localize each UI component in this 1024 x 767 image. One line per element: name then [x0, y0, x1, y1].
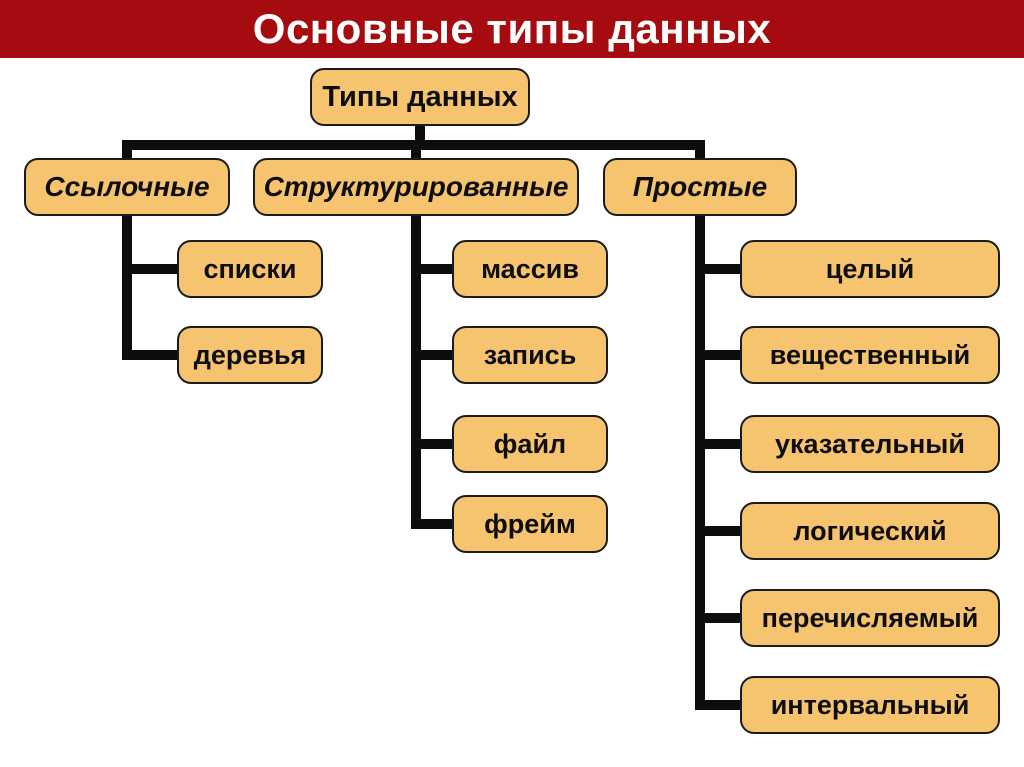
branch-node-simple: Простые	[603, 158, 797, 216]
connector-drop-simple	[695, 149, 705, 160]
connector-branch-perechislyaemyy	[700, 613, 740, 623]
connector-trunk-referential	[122, 213, 132, 360]
connector-top-bar	[122, 140, 705, 150]
branch-node-structured: Структурированные	[253, 158, 579, 216]
leaf-node-intervalnyy: интервальный	[740, 676, 1000, 734]
leaf-node-logicheskiy: логический	[740, 502, 1000, 560]
connector-branch-fayl	[416, 439, 452, 449]
connector-branch-intervalnyy	[700, 700, 740, 710]
connector-drop-structured	[411, 149, 421, 160]
leaf-node-veshchestvennyy: вещественный	[740, 326, 1000, 384]
leaf-node-derevya: деревья	[177, 326, 323, 384]
leaf-node-massiv: массив	[452, 240, 608, 298]
page-title: Основные типы данных	[252, 5, 772, 52]
connector-drop-referential	[122, 149, 132, 160]
leaf-node-tselyy: целый	[740, 240, 1000, 298]
leaf-node-zapis: запись	[452, 326, 608, 384]
leaf-node-freym: фрейм	[452, 495, 608, 553]
connector-branch-spiski	[127, 264, 177, 274]
leaf-node-perechislyaemyy: перечисляемый	[740, 589, 1000, 647]
connector-branch-freym	[416, 519, 452, 529]
branch-node-referential: Ссылочные	[24, 158, 230, 216]
leaf-node-spiski: списки	[177, 240, 323, 298]
connector-root-stem	[415, 124, 425, 142]
connector-branch-massiv	[416, 264, 452, 274]
leaf-node-ukazatelnyy: указательный	[740, 415, 1000, 473]
connector-branch-tselyy	[700, 264, 740, 274]
connector-branch-logicheskiy	[700, 526, 740, 536]
connector-branch-derevya	[127, 350, 177, 360]
connector-branch-veshchestvennyy	[700, 350, 740, 360]
connector-branch-ukazatelnyy	[700, 439, 740, 449]
connector-trunk-structured	[411, 213, 421, 529]
title-bar: Основные типы данных	[0, 0, 1024, 58]
connector-branch-zapis	[416, 350, 452, 360]
leaf-node-fayl: файл	[452, 415, 608, 473]
root-node: Типы данных	[310, 68, 530, 126]
connector-trunk-simple	[695, 213, 705, 710]
